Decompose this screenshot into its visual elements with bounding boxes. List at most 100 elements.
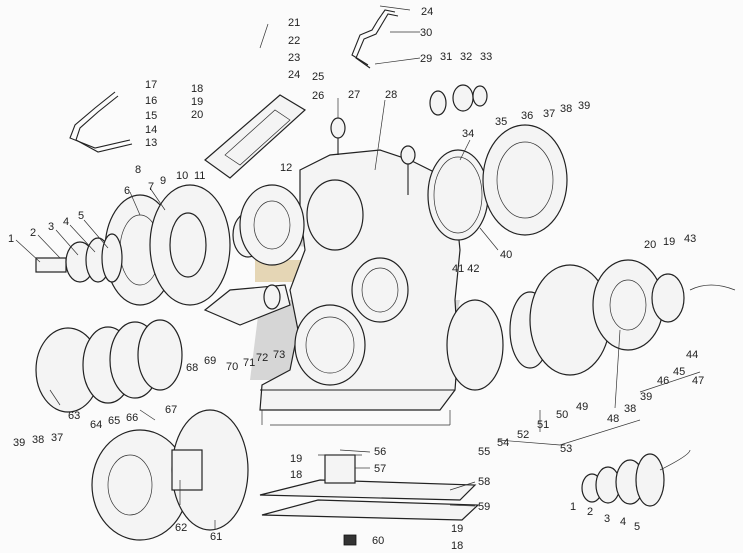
callout-70: 70: [226, 361, 238, 373]
callout-23: 23: [288, 52, 300, 64]
filter-57: [318, 454, 362, 484]
callout-28: 28: [385, 89, 397, 101]
callout-2: 2: [30, 227, 36, 239]
callout-20-right: 20: [644, 239, 656, 251]
rings-31-33: [429, 84, 488, 116]
callout-3-bottom: 3: [604, 513, 610, 525]
callout-41-42: 41 42: [452, 263, 480, 275]
callout-50: 50: [556, 409, 568, 421]
callout-57: 57: [374, 463, 386, 475]
side-pipe: [69, 91, 133, 153]
callout-39-top: 39: [578, 100, 590, 112]
callout-6: 6: [124, 185, 130, 197]
callout-7: 7: [148, 181, 154, 193]
top-cover-plate: [204, 94, 307, 179]
callout-73: 73: [273, 349, 285, 361]
lower-left-cover: [35, 319, 183, 413]
callout-63: 63: [68, 410, 80, 422]
callout-1: 1: [8, 233, 14, 245]
bearing-cover-35: [482, 124, 568, 236]
callout-18-top: 18: [191, 83, 203, 95]
callout-64: 64: [90, 419, 102, 431]
callout-38-right: 38: [624, 403, 636, 415]
callout-5: 5: [78, 210, 84, 222]
callout-59: 59: [478, 501, 490, 513]
callout-47: 47: [692, 375, 704, 387]
callout-15: 15: [145, 110, 157, 122]
callout-40: 40: [500, 249, 512, 261]
callout-labels: 1 2 3 4 5 6 7 8 9 10 11 12 13 14 15 16 1…: [8, 6, 704, 552]
callout-71: 71: [243, 357, 255, 369]
callout-37-top: 37: [543, 108, 555, 120]
callout-32: 32: [460, 51, 472, 63]
callout-68: 68: [186, 362, 198, 374]
group-brackets: [497, 371, 701, 446]
callout-24-left: 24: [288, 69, 300, 81]
callout-5-bottom: 5: [634, 521, 640, 533]
callout-30: 30: [420, 27, 432, 39]
callout-65: 65: [108, 415, 120, 427]
callout-39-right: 39: [640, 391, 652, 403]
oil-pipe: [351, 9, 399, 69]
callout-49: 49: [576, 401, 588, 413]
callout-8: 8: [135, 164, 141, 176]
callout-43: 43: [684, 233, 696, 245]
flow-arrow: [689, 284, 736, 291]
callout-44: 44: [686, 349, 698, 361]
callout-55: 55: [478, 446, 490, 458]
callout-51: 51: [537, 419, 549, 431]
callout-19-bottom: 19: [451, 523, 463, 535]
callout-39-left: 39: [13, 437, 25, 449]
callout-20-top: 20: [191, 109, 203, 121]
callout-18-mid: 18: [290, 469, 302, 481]
lifting-eye-28: [400, 145, 416, 195]
callout-67: 67: [165, 404, 177, 416]
gearbox-housing: [259, 149, 461, 426]
callout-58: 58: [478, 476, 490, 488]
callout-16: 16: [145, 95, 157, 107]
callout-33: 33: [480, 51, 492, 63]
callout-25: 25: [312, 71, 324, 83]
callout-19-right: 19: [663, 236, 675, 248]
bottom-right-shaft: [581, 449, 691, 507]
callout-53: 53: [560, 443, 572, 455]
callout-69: 69: [204, 355, 216, 367]
callout-17: 17: [145, 79, 157, 91]
callout-11: 11: [194, 170, 205, 182]
callout-46: 46: [657, 375, 669, 387]
cover-12: [239, 184, 305, 266]
bottom-hub: [91, 409, 249, 541]
callout-3: 3: [48, 221, 54, 233]
input-shaft-assembly: [35, 233, 123, 283]
callout-38-left: 38: [32, 434, 44, 446]
callout-61: 61: [210, 531, 222, 543]
callout-18-bottom: 18: [451, 540, 463, 552]
callout-62: 62: [175, 522, 187, 534]
plug-60: [343, 534, 357, 546]
callout-2-bottom: 2: [587, 506, 593, 518]
output-assembly: [446, 259, 685, 391]
brackets-69-72: [203, 284, 291, 326]
callout-54: 54: [497, 437, 509, 449]
callout-56: 56: [374, 446, 386, 458]
callout-29: 29: [420, 53, 432, 65]
callout-37-left: 37: [51, 432, 63, 444]
callout-12: 12: [280, 162, 292, 174]
callout-60: 60: [372, 535, 384, 547]
callout-9: 9: [160, 175, 166, 187]
callout-19-top: 19: [191, 96, 203, 108]
callout-48: 48: [607, 413, 619, 425]
callout-35: 35: [495, 116, 507, 128]
callout-38-top: 38: [560, 103, 572, 115]
gasket-34: [427, 149, 489, 241]
callout-27: 27: [348, 89, 360, 101]
callout-52: 52: [517, 429, 529, 441]
callout-10: 10: [176, 170, 188, 182]
callout-26: 26: [312, 90, 324, 102]
callout-31: 31: [440, 51, 452, 63]
callout-34: 34: [462, 128, 474, 140]
leader-lines: [15, 5, 621, 530]
callout-22: 22: [288, 35, 300, 47]
callout-45: 45: [673, 366, 685, 378]
